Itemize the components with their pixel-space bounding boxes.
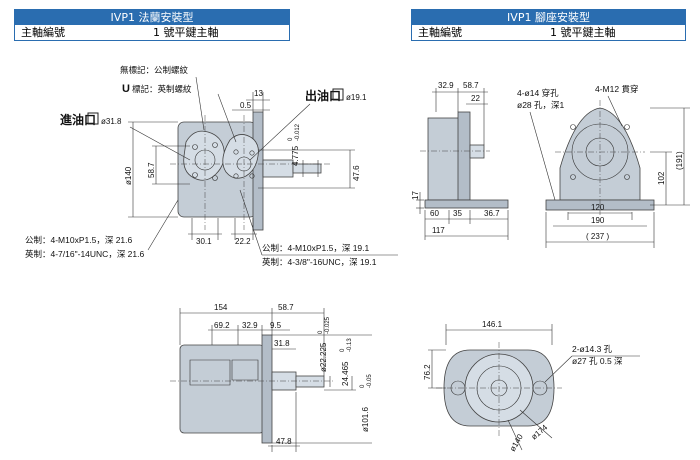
dim-30-1: 30.1 (196, 237, 212, 246)
side-tol-22225-a: 0 (318, 330, 324, 334)
foot-dim-120: 120 (591, 203, 605, 212)
side-dim-9-5: 9.5 (270, 321, 282, 330)
foot-dim-35: 35 (453, 209, 462, 218)
side-tol-101-6-a: 0 (360, 384, 366, 388)
outlet-imperial-note: 英制：4-3/8"-16UNC，深 19.1 (262, 257, 377, 267)
foot-header-col1: 主軸編號 (418, 26, 462, 39)
outlet-metric-note: 公制：4-M10xP1.5，深 19.1 (262, 243, 370, 253)
foot-drawing: 32.9 58.7 22 17 60 35 36.7 117 4-ø14 穿孔 … (411, 81, 690, 248)
front-drawing: 146.1 2-ø14.3 孔 ø27 孔 0.5 深 76.2 ø174 ø1… (423, 320, 640, 453)
foot-hole-note-3: 4-M12 貫穿 (595, 84, 638, 94)
foot-dim-117: 117 (432, 226, 445, 235)
side-dim-69-2: 69.2 (214, 321, 230, 330)
side-tol-22225-b: -0.025 (325, 316, 331, 334)
flange-header-col2: 1 號平鍵主軸 (153, 26, 219, 39)
side-dim-101-6: ø101.6 (361, 407, 370, 432)
flange-header-title: IVP1 法蘭安裝型 (15, 10, 289, 25)
dim-0-5: 0.5 (240, 101, 252, 110)
foot-header-title: IVP1 腳座安裝型 (412, 10, 685, 25)
foot-dim-36-7: 36.7 (484, 209, 500, 218)
outlet-label: 出油口 (305, 88, 341, 103)
dim-4775: 4.775 (291, 145, 300, 166)
flange-header-col1: 主軸編號 (21, 26, 65, 39)
dim-47-6: 47.6 (352, 165, 361, 181)
foot-dim-102: 102 (657, 171, 666, 185)
foot-dim-22: 22 (471, 94, 480, 103)
side-dim-24465: 24.465 (341, 361, 350, 386)
inlet-imperial-note: 英制：4-7/16"-14UNC，深 21.6 (25, 249, 144, 259)
foot-dim-32-9: 32.9 (438, 81, 454, 90)
note-u-prefix: U (122, 83, 130, 95)
flange-drawing: 無標記：公制螺紋 U 標記：英制螺紋 進油口 ø31.8 出油口 ø19.1 1… (25, 65, 398, 267)
foot-dim-60: 60 (430, 209, 439, 218)
dim-13: 13 (254, 89, 263, 98)
inlet-dia: ø31.8 (101, 117, 122, 126)
front-dim-146-1: 146.1 (482, 320, 503, 329)
front-dim-76-2: 76.2 (423, 364, 432, 380)
foot-header: IVP1 腳座安裝型 主軸編號 1 號平鍵主軸 (411, 9, 686, 41)
foot-hole-note-2: ø28 孔，深1 (517, 100, 565, 110)
side-dim-47-8: 47.8 (276, 437, 292, 446)
outlet-dia: ø19.1 (346, 93, 367, 102)
side-dim-154: 154 (214, 303, 228, 312)
side-tol-101-6-b: -0.05 (367, 374, 373, 388)
foot-dim-17: 17 (411, 191, 420, 200)
flange-header: IVP1 法蘭安裝型 主軸編號 1 號平鍵主軸 (14, 9, 290, 41)
foot-dim-191: (191) (675, 151, 684, 170)
inlet-label: 進油口 (60, 112, 96, 127)
foot-dim-190: 190 (591, 216, 605, 225)
foot-hole-note-1: 4-ø14 穿孔 (517, 88, 559, 98)
dim-4775-tol-a: 0 (288, 137, 294, 141)
front-hole-note-1: 2-ø14.3 孔 (572, 344, 613, 354)
side-drawing: 154 58.7 69.2 32.9 9.5 31.8 ø22.225 0 -0… (170, 303, 373, 452)
side-tol-24465-b: -0.13 (347, 338, 353, 352)
side-dim-58-7: 58.7 (278, 303, 294, 312)
note-u-thread: 標記：英制螺紋 (132, 84, 192, 94)
dim-140: ø140 (124, 166, 133, 185)
dim-22-2: 22.2 (235, 237, 251, 246)
foot-dim-58-7: 58.7 (463, 81, 479, 90)
foot-dim-237: ( 237 ) (586, 232, 609, 241)
foot-header-col2: 1 號平鍵主軸 (550, 26, 616, 39)
dim-4775-tol-b: -0.012 (295, 123, 301, 141)
side-dim-31-8: 31.8 (274, 339, 290, 348)
side-dim-32-9: 32.9 (242, 321, 258, 330)
note-metric-thread: 無標記：公制螺紋 (120, 65, 189, 75)
inlet-metric-note: 公制：4-M10xP1.5，深 21.6 (25, 235, 133, 245)
front-dim-140: ø140 (508, 432, 525, 453)
side-dim-22225: ø22.225 (319, 342, 328, 372)
front-hole-note-2: ø27 孔 0.5 深 (572, 356, 623, 366)
side-tol-24465-a: 0 (340, 348, 346, 352)
dim-58-7: 58.7 (147, 162, 156, 178)
